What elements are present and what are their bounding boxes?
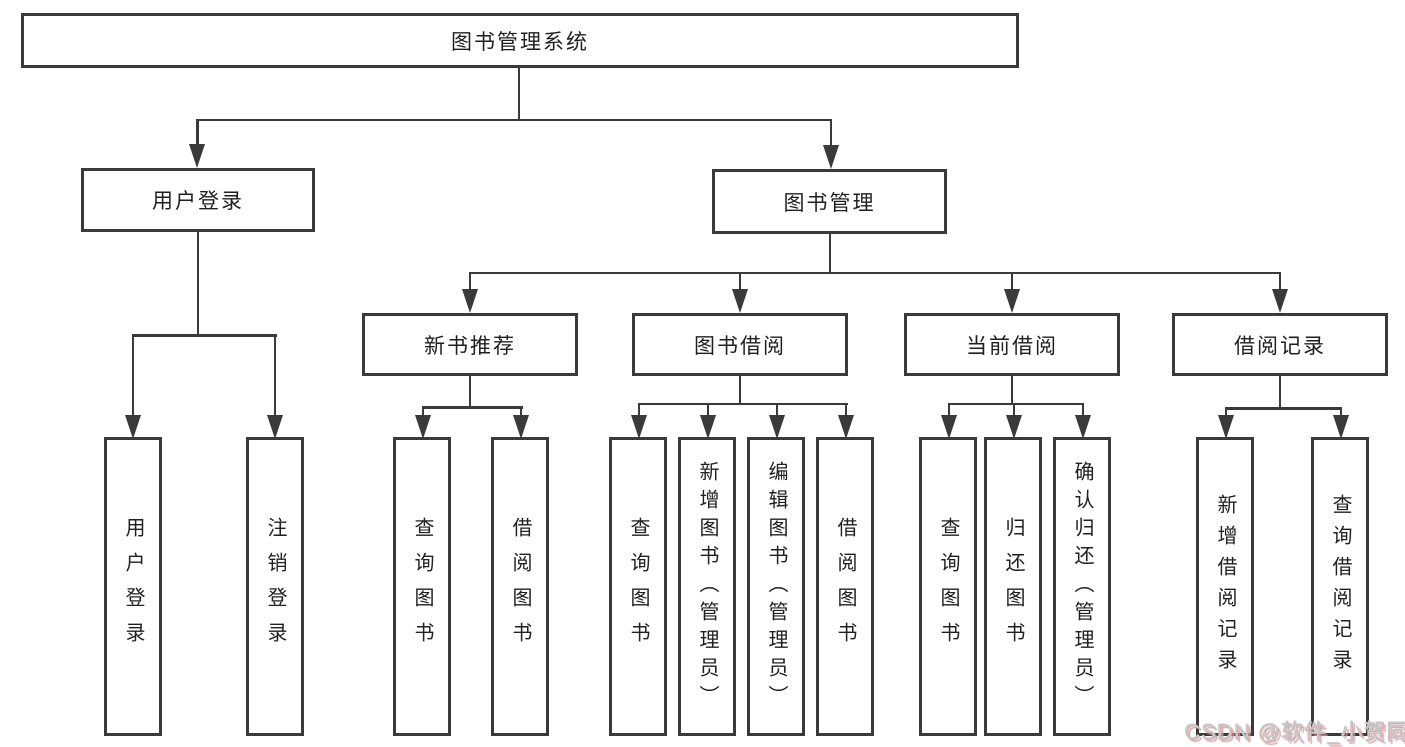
leaf-label: 归还图书 xyxy=(1002,516,1024,657)
connector-line xyxy=(829,119,833,147)
leaf-label: 用户登录 xyxy=(122,516,144,657)
node-label: 图书管理系统 xyxy=(451,30,589,54)
csdn-watermark: CSDN @软件_小贺同学 xyxy=(1184,714,1405,746)
connector-line xyxy=(1081,403,1085,415)
arrowhead-down-icon xyxy=(1005,415,1022,439)
node-label: 借阅记录 xyxy=(1234,334,1326,358)
node-library-management-system: 图书管理系统 xyxy=(21,13,1019,68)
leaf-label: 查询借阅记录 xyxy=(1329,493,1351,680)
connector-line xyxy=(947,403,951,415)
arrowhead-down-icon xyxy=(822,145,839,169)
node-label: 图书借阅 xyxy=(694,334,786,358)
arrowhead-down-icon xyxy=(1003,289,1020,313)
node-label: 图书管理 xyxy=(783,191,876,215)
connector-line xyxy=(828,234,832,274)
connector-line xyxy=(637,402,848,405)
connector-line xyxy=(131,334,277,337)
leaf-edit-books-admin: 编辑图书（管理员） xyxy=(747,437,805,736)
arrowhead-down-icon xyxy=(837,415,854,439)
node-label: 新书推荐 xyxy=(424,334,516,358)
leaf-label: 新增图书（管理员） xyxy=(696,460,718,713)
connector-line xyxy=(1339,408,1343,417)
connector-line xyxy=(1278,272,1282,292)
connector-line xyxy=(517,68,521,120)
leaf-return-books: 归还图书 xyxy=(984,437,1042,736)
leaf-borrow-books: 借阅图书 xyxy=(491,437,549,736)
connector-line xyxy=(196,119,199,147)
leaf-label: 确认归还（管理员） xyxy=(1071,460,1093,713)
connector-line xyxy=(1224,408,1228,417)
connector-line xyxy=(738,376,742,405)
leaf-add-books-admin: 新增图书（管理员） xyxy=(678,437,736,736)
connector-line xyxy=(468,272,472,292)
arrowhead-down-icon xyxy=(768,415,785,439)
connector-line xyxy=(273,335,277,417)
leaf-label: 借阅图书 xyxy=(834,516,856,657)
connector-line xyxy=(738,272,742,292)
connector-line xyxy=(706,403,710,415)
connector-line xyxy=(775,403,779,415)
leaf-label: 查询图书 xyxy=(411,516,433,657)
arrowhead-down-icon xyxy=(940,415,957,439)
arrowhead-down-icon xyxy=(461,289,478,313)
node-new-book-recommend: 新书推荐 xyxy=(362,313,578,376)
arrowhead-down-icon xyxy=(189,144,205,168)
leaf-label: 查询图书 xyxy=(937,516,959,657)
arrowhead-down-icon xyxy=(630,415,647,439)
connector-line xyxy=(844,403,848,415)
node-borrowing-records: 借阅记录 xyxy=(1172,313,1388,376)
watermark-text: CSDN @软件_小贺同学 xyxy=(1184,719,1405,744)
connector-line xyxy=(131,335,135,417)
leaf-label: 注销登录 xyxy=(264,516,286,657)
arrowhead-down-icon xyxy=(1074,415,1091,439)
leaf-label: 新增借阅记录 xyxy=(1214,493,1236,680)
arrowhead-down-icon xyxy=(124,415,141,439)
arrowhead-down-icon xyxy=(1271,289,1288,313)
leaf-confirm-return-admin: 确认归还（管理员） xyxy=(1053,437,1111,736)
leaf-label: 查询图书 xyxy=(627,516,649,657)
connector-line xyxy=(1010,376,1014,405)
connector-line xyxy=(519,407,523,417)
arrowhead-down-icon xyxy=(699,415,716,439)
arrowhead-down-icon xyxy=(266,415,283,439)
node-current-borrowing: 当前借阅 xyxy=(904,313,1120,376)
leaf-add-borrow-record: 新增借阅记录 xyxy=(1196,437,1254,736)
connector-line xyxy=(637,403,641,415)
arrowhead-down-icon xyxy=(1332,415,1349,439)
node-user-login: 用户登录 xyxy=(81,168,315,232)
connector-line xyxy=(1010,272,1014,292)
leaf-label: 借阅图书 xyxy=(509,516,531,657)
connector-line xyxy=(468,271,1281,274)
leaf-logout: 注销登录 xyxy=(246,437,304,736)
connector-line xyxy=(947,402,1084,405)
leaf-query-borrow-record: 查询借阅记录 xyxy=(1311,437,1369,736)
leaf-query-books: 查询图书 xyxy=(919,437,977,736)
leaf-query-books: 查询图书 xyxy=(609,437,667,736)
node-book-management: 图书管理 xyxy=(712,169,947,234)
leaf-user-login: 用户登录 xyxy=(104,437,162,736)
connector-line xyxy=(421,406,523,409)
connector-line xyxy=(196,232,200,336)
arrowhead-down-icon xyxy=(731,289,748,313)
leaf-label: 编辑图书（管理员） xyxy=(765,460,787,713)
connector-line xyxy=(1278,376,1282,409)
arrowhead-down-icon xyxy=(414,415,431,439)
connector-line xyxy=(1012,403,1016,415)
node-book-borrowing: 图书借阅 xyxy=(632,313,848,376)
leaf-query-books: 查询图书 xyxy=(393,437,451,736)
connector-line xyxy=(468,376,472,408)
connector-line xyxy=(196,118,833,121)
connector-line xyxy=(1224,407,1342,410)
node-label: 用户登录 xyxy=(152,190,244,213)
connector-line xyxy=(421,407,425,417)
leaf-borrow-books: 借阅图书 xyxy=(816,437,874,736)
arrowhead-down-icon xyxy=(1217,415,1234,439)
arrowhead-down-icon xyxy=(512,415,529,439)
node-label: 当前借阅 xyxy=(966,334,1058,358)
